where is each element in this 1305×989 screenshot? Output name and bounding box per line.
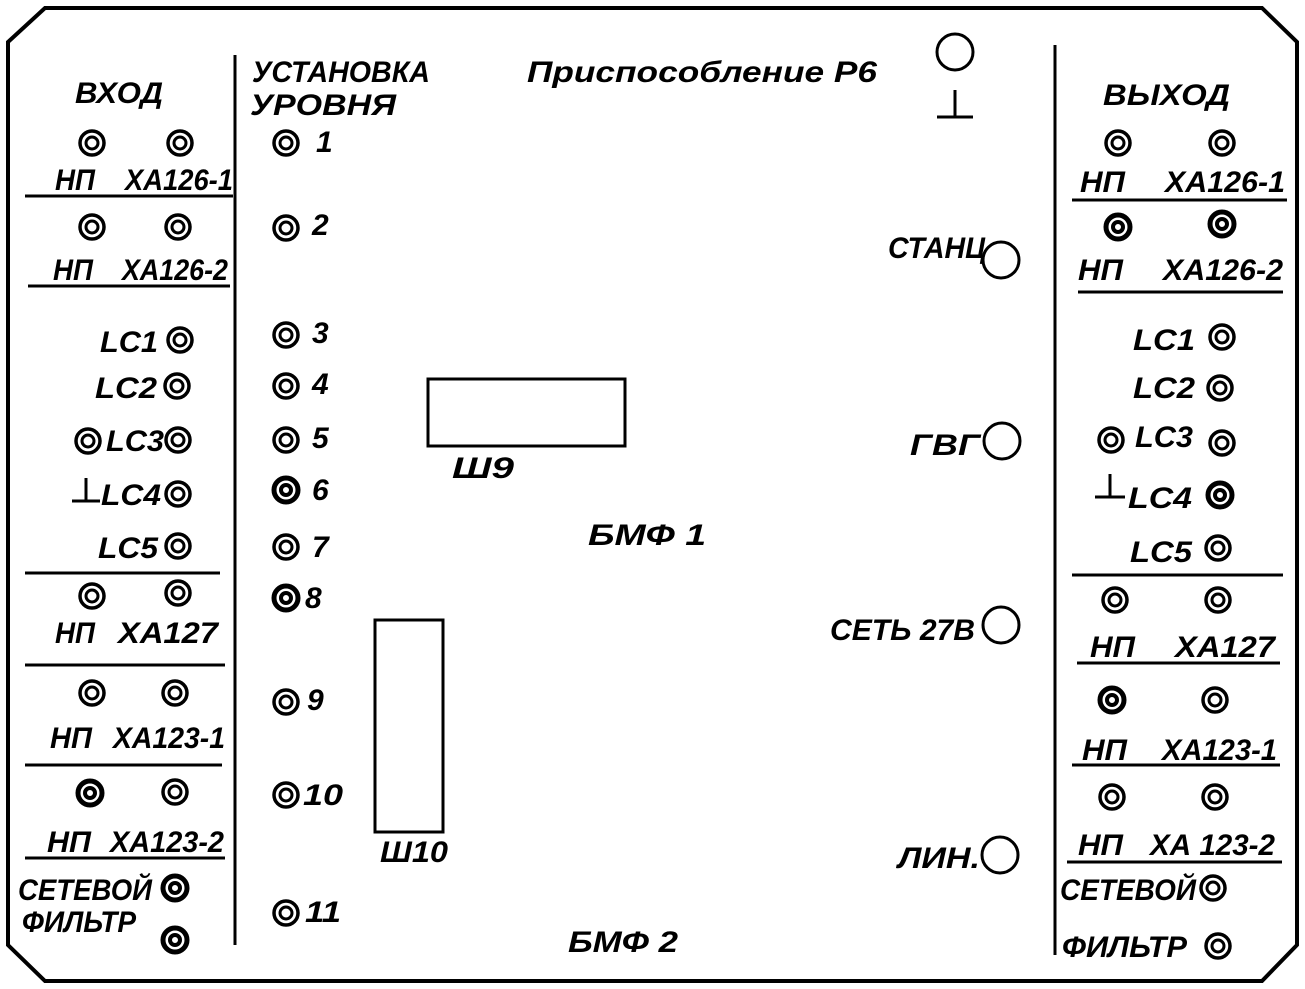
output-row3-right-label: ХА127	[1173, 631, 1277, 664]
ground-terminal	[935, 32, 975, 119]
input-row2-right-label: ХА126-2	[120, 254, 228, 287]
input-row4-right-label: ХА123-1	[111, 722, 225, 755]
input-row5-right-label: ХА123-2	[108, 826, 224, 859]
output-section: ВЫХОД НП ХА126-1 НП ХА126-2 LC1 LC2 LC3 …	[1060, 79, 1287, 964]
level-point-11: 11	[305, 896, 341, 929]
level-section: УСТАНОВКА УРОВНЯ 1 2 3 4 5 6 7 8 9 10 11	[250, 56, 430, 929]
input-lc1-label: LC1	[100, 326, 158, 359]
input-lc2-label: LC2	[95, 372, 157, 405]
level-point-4: 4	[311, 368, 329, 401]
input-filter-label-2: ФИЛЬТР	[22, 906, 137, 939]
output-row5-right-label: ХА 123-2	[1148, 829, 1275, 862]
panel-title: Приспособление Р6	[527, 56, 877, 89]
input-filter-label-1: СЕТЕВОЙ	[18, 872, 153, 907]
output-row1-right-label: ХА126-1	[1163, 166, 1285, 199]
terminal-icon	[980, 835, 1020, 875]
level-point-6: 6	[312, 474, 329, 507]
level-point-10: 10	[303, 779, 343, 812]
ground-icon	[1095, 474, 1125, 499]
connector-sh9-label: Ш9	[452, 452, 514, 485]
input-section: ВХОД НП ХА126-1 НП ХА126-2 LC1 LC2 LC3 L…	[18, 77, 233, 952]
level-point-2: 2	[311, 209, 329, 242]
output-row1-left-label: НП	[1080, 166, 1126, 199]
output-lc1-label: LC1	[1133, 324, 1195, 357]
input-row1-right-label: ХА126-1	[123, 164, 233, 197]
output-row3-left-label: НП	[1090, 631, 1136, 664]
input-header: ВХОД	[75, 77, 163, 110]
center-section: Ш9 БМФ 1 Ш10 БМФ 2	[373, 377, 706, 959]
output-header: ВЫХОД	[1103, 79, 1230, 112]
level-point-7: 7	[312, 531, 330, 564]
connector-sh9	[426, 377, 627, 448]
output-lc4-label: LC4	[1128, 482, 1192, 515]
level-header-line-1: УСТАНОВКА	[252, 56, 430, 89]
terminal-icon	[981, 605, 1021, 645]
level-point-5: 5	[312, 422, 330, 455]
input-row5-left-label: НП	[47, 826, 92, 859]
terminals-section: СТАНЦ ГВГ СЕТЬ 27В ЛИН.	[830, 232, 1022, 875]
output-row2-right-label: ХА126-2	[1161, 254, 1283, 287]
level-point-8: 8	[305, 582, 322, 615]
ground-icon	[937, 90, 973, 119]
terminal-gvg-label: ГВГ	[910, 429, 982, 462]
input-lc3-label: LC3	[106, 425, 164, 458]
output-row4-left-label: НП	[1082, 734, 1128, 767]
output-lc2-label: LC2	[1133, 372, 1195, 405]
terminal-stanc-label: СТАНЦ	[888, 232, 986, 265]
output-row2-left-label: НП	[1078, 254, 1124, 287]
connector-sh10-label: Ш10	[380, 836, 448, 869]
block-bmf2-label: БМФ 2	[568, 926, 678, 959]
level-point-9: 9	[307, 684, 324, 717]
terminal-icon	[982, 421, 1022, 461]
panel-frame	[6, 6, 1299, 983]
input-row3-right-label: ХА127	[116, 617, 220, 650]
input-lc4-label: LC4	[101, 479, 161, 512]
output-lc3-label: LC3	[1135, 421, 1193, 454]
output-filter-label-1: СЕТЕВОЙ	[1060, 872, 1197, 907]
level-header-line-2: УРОВНЯ	[250, 89, 397, 122]
level-point-1: 1	[316, 126, 333, 159]
connector-sh10	[373, 618, 445, 834]
output-row5-left-label: НП	[1078, 829, 1124, 862]
input-row3-left-label: НП	[55, 617, 96, 650]
block-bmf1-label: БМФ 1	[588, 519, 706, 552]
output-row4-right-label: ХА123-1	[1160, 734, 1277, 767]
input-lc5-label: LC5	[98, 532, 159, 565]
input-row4-left-label: НП	[50, 722, 93, 755]
terminal-power-label: СЕТЬ 27В	[830, 614, 975, 647]
input-row1-left-label: НП	[55, 164, 96, 197]
terminal-icon	[935, 32, 975, 72]
level-point-3: 3	[312, 317, 329, 350]
output-lc5-label: LC5	[1130, 536, 1193, 569]
terminal-icon	[981, 240, 1021, 280]
ground-icon	[72, 478, 100, 503]
input-row2-left-label: НП	[53, 254, 94, 287]
output-filter-label-2: ФИЛЬТР	[1062, 931, 1188, 964]
terminal-lin-label: ЛИН.	[896, 842, 980, 875]
